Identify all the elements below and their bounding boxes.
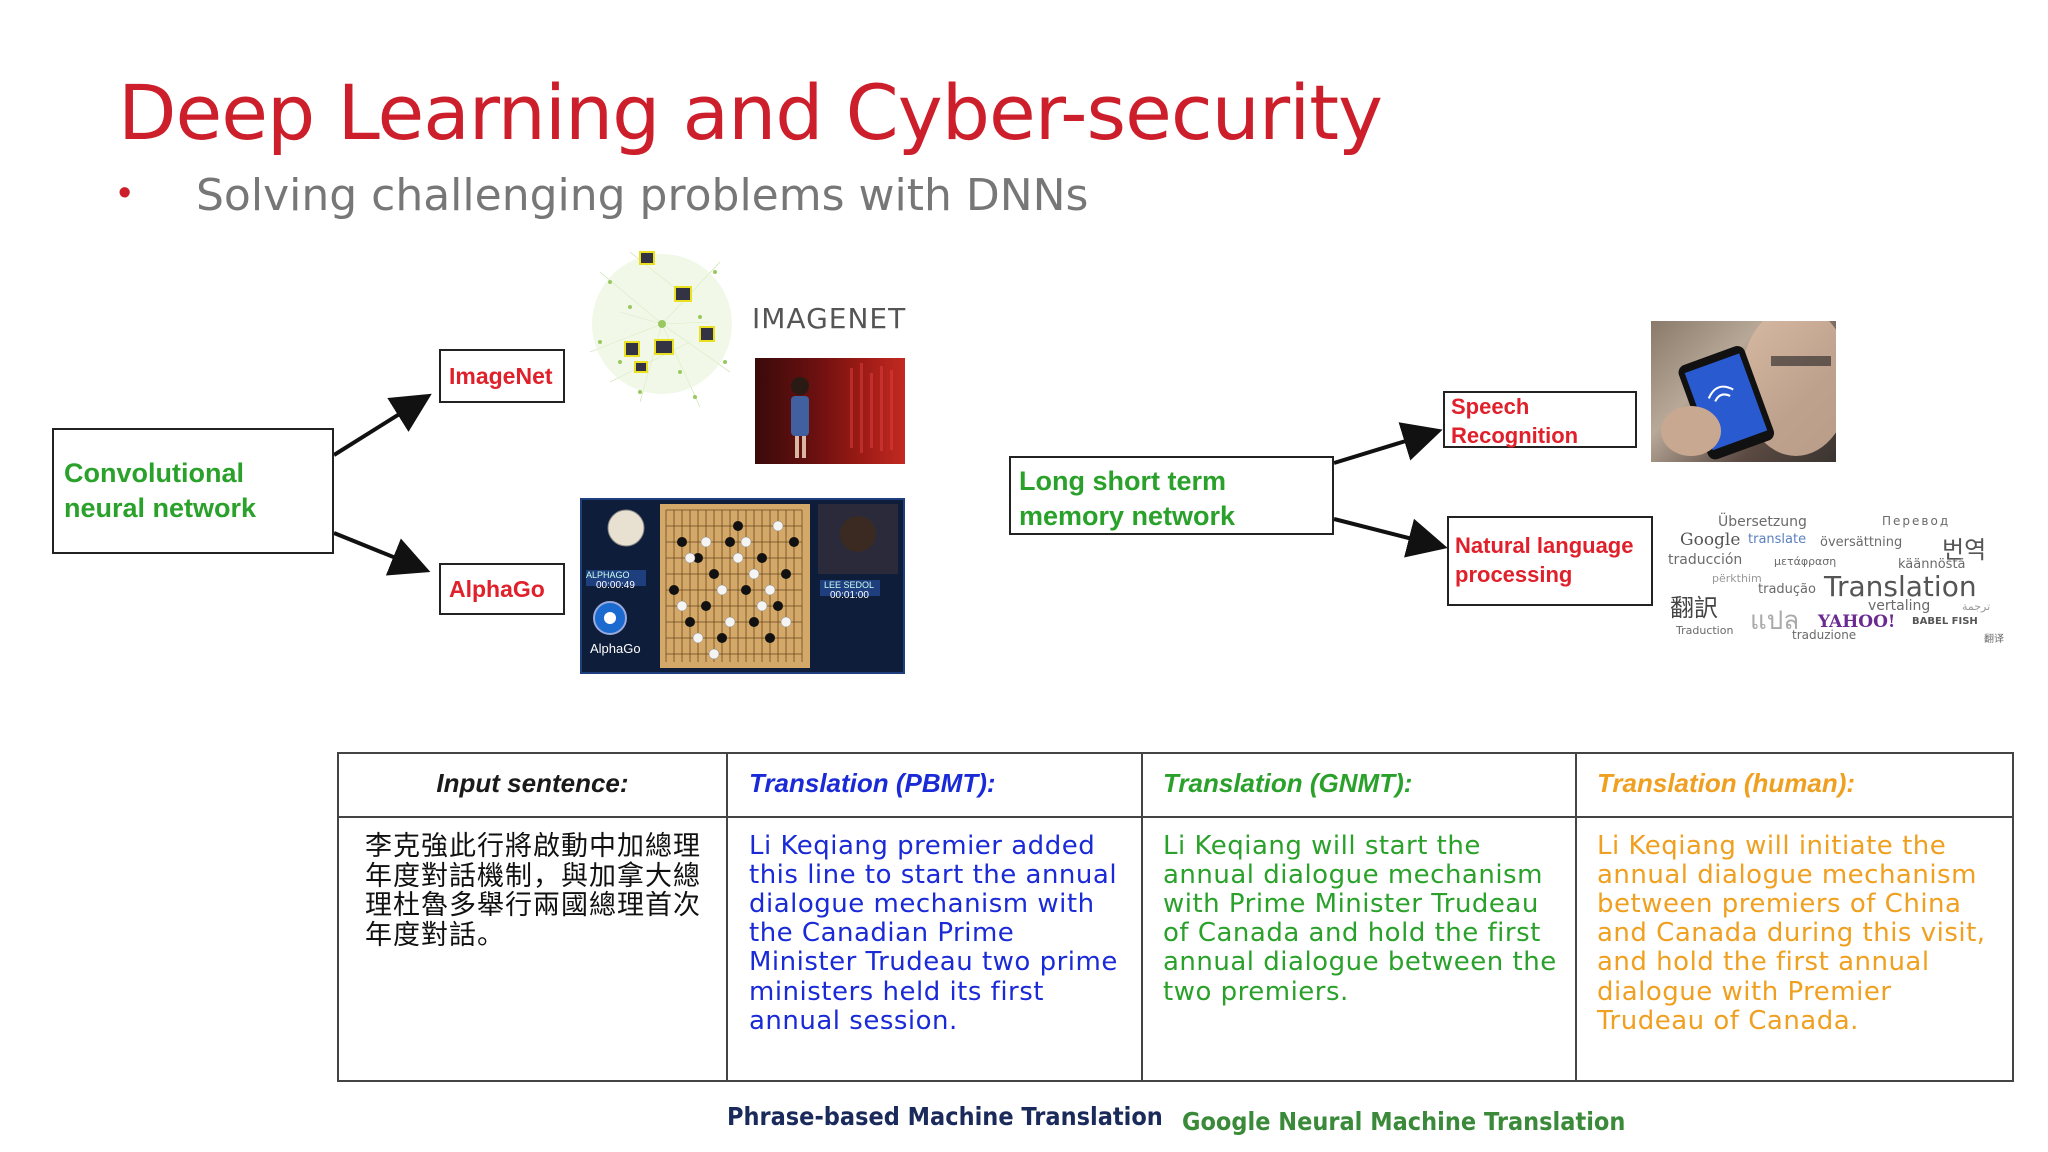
word-cloud-word: traducción	[1668, 552, 1743, 568]
gnmt-caption: Google Neural Machine Translation	[1182, 1107, 1626, 1136]
alphago-logo: AlphaGo	[590, 641, 641, 656]
word-cloud-word: BABEL FISH	[1912, 616, 1978, 627]
word-cloud-word: Google	[1680, 530, 1741, 550]
slide-subtitle: Solving challenging problems with DNNs	[196, 170, 1089, 221]
bullet-point: •	[118, 172, 132, 214]
alphago-clock: 00:00:49	[596, 580, 635, 591]
arrow-cnn-to-alphago	[333, 531, 431, 576]
speaker-photo	[755, 358, 905, 464]
header-gnmt: Translation (GNMT):	[1163, 768, 1413, 798]
word-cloud-word: översättning	[1820, 535, 1903, 550]
table-divider	[726, 754, 728, 1080]
imagenet-graph-image	[589, 251, 732, 408]
word-cloud-word: 翻译	[1984, 634, 2004, 645]
word-cloud-word: Übersetzung	[1718, 514, 1807, 530]
word-cloud-word: 번역	[1942, 536, 1987, 564]
imagenet-box: ImageNet	[439, 349, 565, 403]
pbmt-caption: Phrase-based Machine Translation	[727, 1102, 1163, 1131]
word-cloud-word: μετάφραση	[1774, 555, 1837, 568]
word-cloud-word: translate	[1748, 532, 1807, 547]
word-cloud-word: ترجمة	[1962, 600, 1991, 613]
speech-recognition-box: Speech Recognition	[1443, 391, 1637, 448]
arrow-lstm-to-speech	[1333, 422, 1443, 465]
lee-sedol-name-label: LEE SEDOL	[824, 580, 875, 590]
word-cloud-word: YAHOO!	[1818, 612, 1896, 632]
lstm-box: Long short term memory network	[1009, 456, 1334, 535]
word-cloud-word: Перевод	[1882, 514, 1951, 528]
word-cloud-word: käännöstä	[1898, 557, 1966, 572]
alphago-game-image: ALPHAGO 00:00:49 AlphaGo LEE SEDOL 00:01…	[580, 498, 905, 674]
lee-sedol-clock: 00:01:00	[830, 590, 869, 601]
table-divider	[1141, 754, 1143, 1080]
alphago-name-label: ALPHAGO	[586, 570, 630, 580]
gnmt-translation-cell: Li Keqiang will start the annual dialogu…	[1163, 831, 1557, 1007]
pbmt-translation-cell: Li Keqiang premier added this line to st…	[749, 831, 1118, 1036]
table-header-divider	[339, 816, 2012, 818]
header-input-sentence: Input sentence:	[436, 768, 629, 798]
arrow-cnn-to-imagenet	[332, 393, 432, 457]
word-cloud-word: përkthim	[1712, 572, 1762, 585]
word-cloud-word: 翻訳	[1670, 594, 1718, 622]
input-sentence-cell: 李克強此行將啟動中加總理年度對話機制，與加拿大總理杜魯多舉行兩國總理首次年度對話…	[365, 831, 701, 952]
speech-recognition-photo	[1651, 321, 1836, 462]
imagenet-logo: IMAGENET	[752, 302, 907, 335]
nlp-box: Natural language processing	[1447, 516, 1653, 606]
human-translation-cell: Li Keqiang will initiate the annual dial…	[1597, 831, 1986, 1036]
word-cloud-word: vertaling	[1868, 598, 1931, 614]
header-human: Translation (human):	[1597, 768, 1856, 798]
alphago-box: AlphaGo	[439, 563, 565, 615]
cnn-box: Convolutional neural network	[52, 428, 334, 554]
table-divider	[1575, 754, 1577, 1080]
header-pbmt: Translation (PBMT):	[749, 768, 996, 798]
slide-title: Deep Learning and Cyber-security	[118, 68, 1383, 157]
translation-word-cloud: Übersetzung Перевод Google translate öve…	[1662, 510, 2007, 645]
word-cloud-word: traduzione	[1792, 628, 1857, 642]
word-cloud-word: Traduction	[1676, 624, 1734, 637]
word-cloud-word: tradução	[1758, 582, 1816, 597]
word-cloud-word: Translation	[1824, 570, 1977, 603]
word-cloud-word: แปล	[1750, 606, 1800, 636]
arrow-lstm-to-nlp	[1333, 517, 1448, 558]
translation-table: Input sentence: Translation (PBMT): Tran…	[337, 752, 2014, 1082]
